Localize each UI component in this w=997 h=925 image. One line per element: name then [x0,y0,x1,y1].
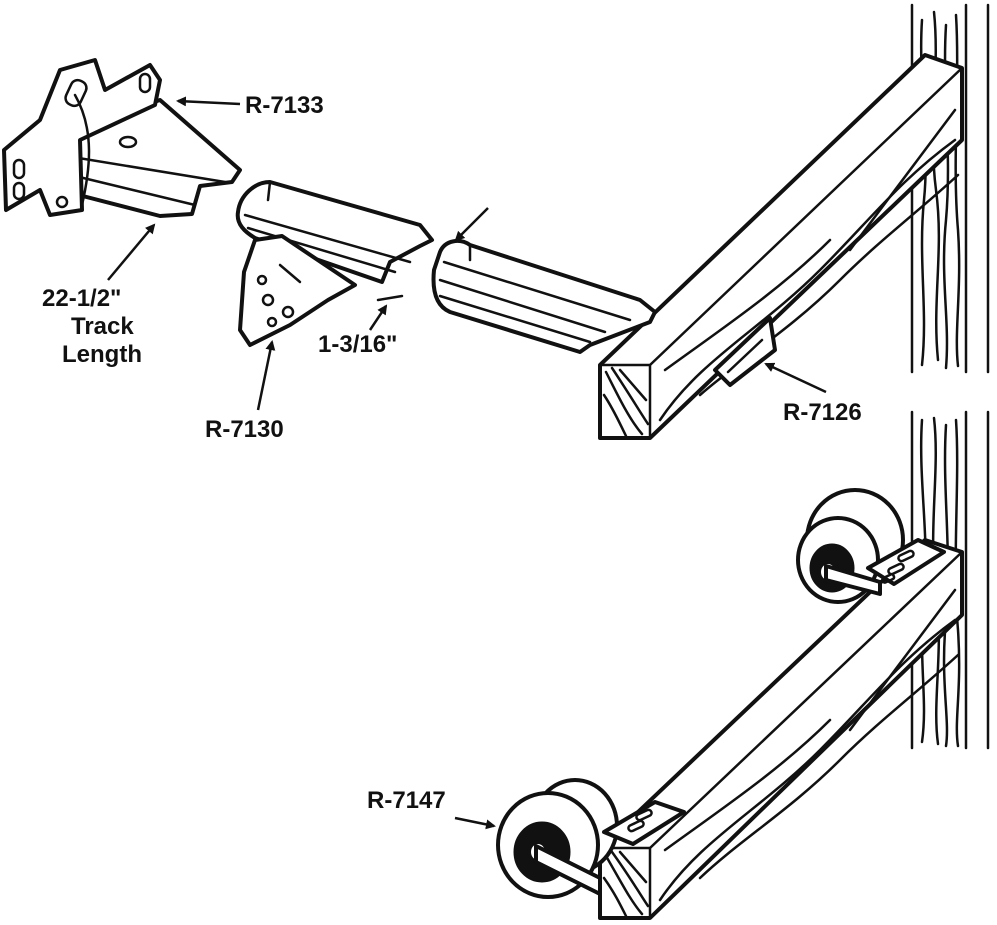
gap-tick [376,294,404,302]
arrow-gap-right [454,207,489,242]
wheel-upper [796,488,946,604]
arrow-gap-left [368,304,388,331]
label-r7147: R-7147 [367,787,446,814]
roller-guide-r7130 [238,234,357,347]
arrow-r7126 [764,362,827,394]
arrow-track-length [107,223,156,281]
wood-rail-bottom [598,538,964,920]
label-track-length-2: Track [71,313,134,340]
arrow-r7147 [454,816,496,830]
label-r7133: R-7133 [245,92,324,119]
label-track-length-1: 22-1/2" [42,285,121,312]
rear-bracket-r7126 [713,316,777,387]
label-track-length-3: Length [62,341,142,368]
front-bracket-r7133 [2,58,162,217]
label-r7130: R-7130 [205,416,284,443]
wheel-r7147 [496,778,686,899]
label-gap: 1-3/16" [318,331,397,358]
arrow-r7130 [256,340,276,411]
track-section-middle [235,180,434,284]
track-section-right [431,238,657,354]
label-r7126: R-7126 [783,399,862,426]
arrow-r7133 [176,96,241,107]
wood-rail-top [598,53,964,440]
